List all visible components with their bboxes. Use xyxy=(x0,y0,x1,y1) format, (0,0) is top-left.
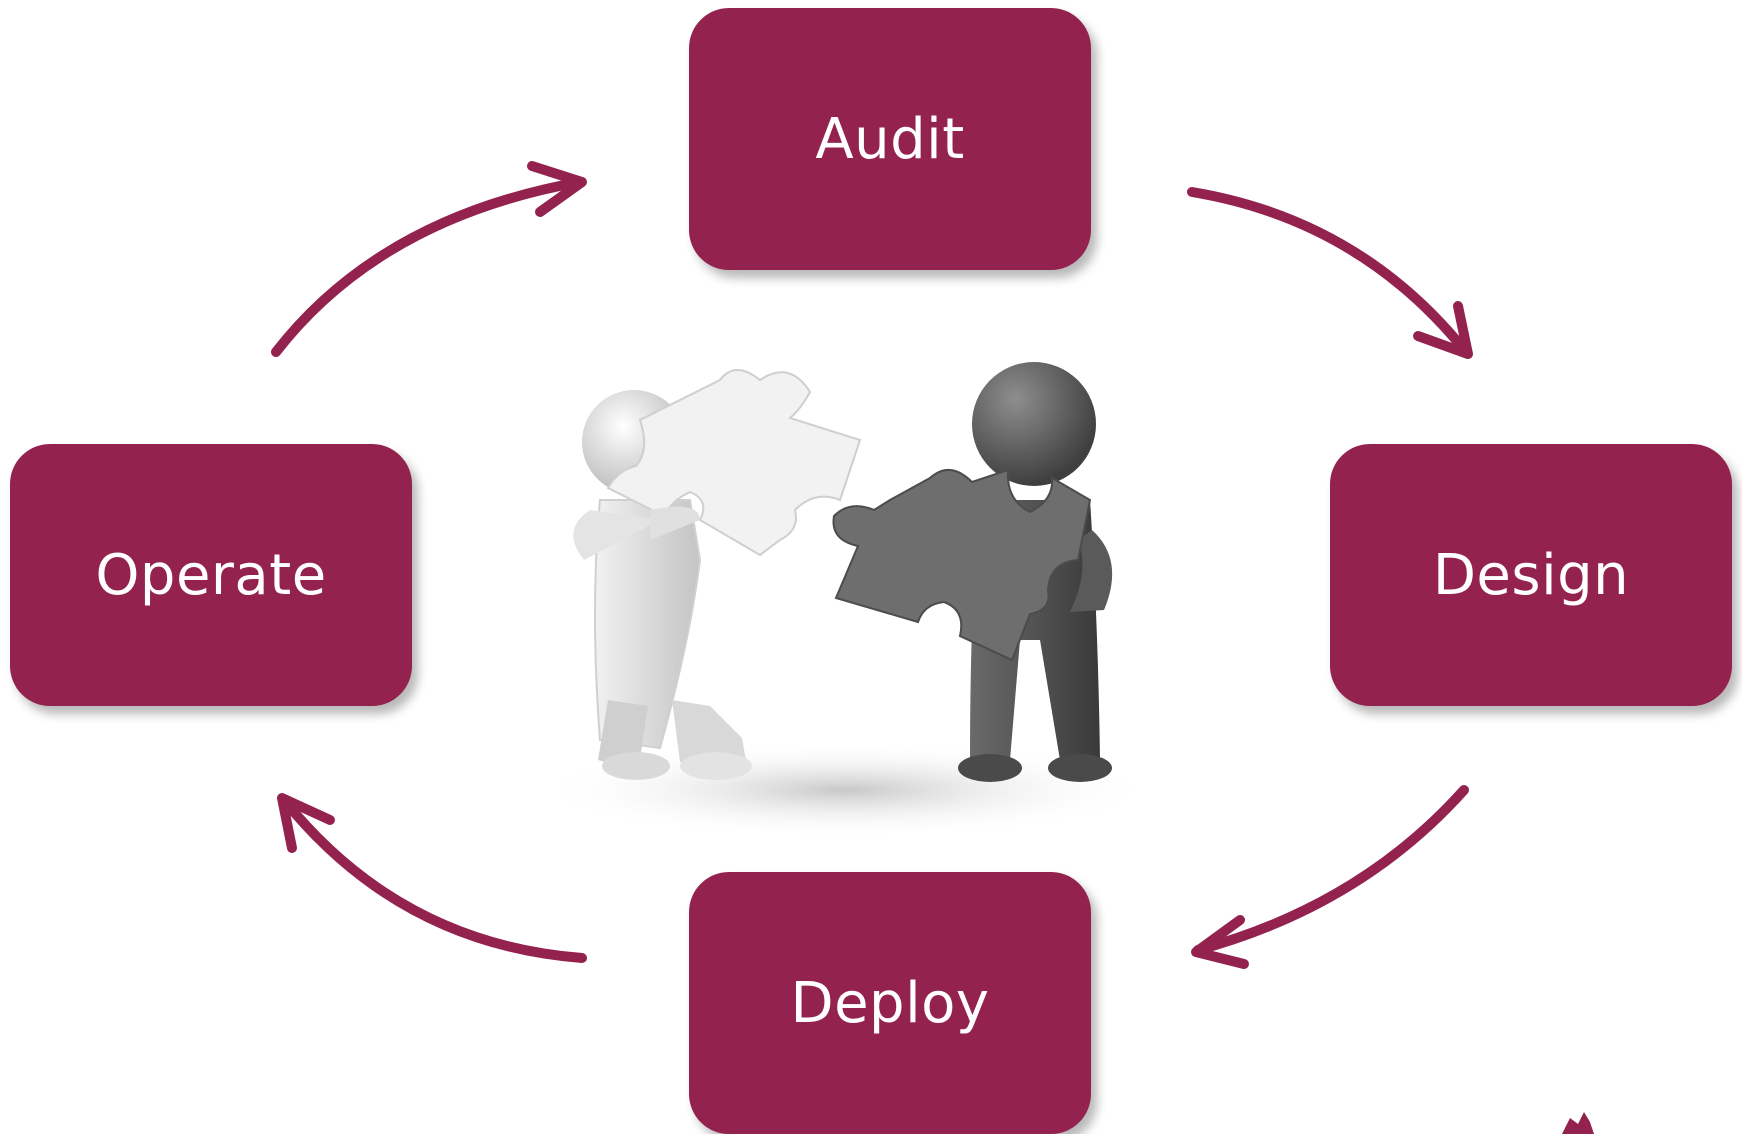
arrow-design-to-deploy xyxy=(1191,785,1469,969)
stage-deploy-box[interactable]: Deploy xyxy=(689,872,1091,1134)
stage-design-box[interactable]: Design xyxy=(1330,444,1732,706)
puzzle-figures-icon xyxy=(535,362,1155,838)
arrow-operate-to-audit xyxy=(271,161,587,357)
arrow-deploy-to-operate xyxy=(277,793,587,963)
stage-deploy-label: Deploy xyxy=(790,970,990,1036)
stage-design-label: Design xyxy=(1432,542,1630,608)
light-figure-icon xyxy=(573,369,862,780)
logo-mark-icon xyxy=(1562,1112,1594,1134)
dark-figure-icon xyxy=(832,362,1113,782)
arrow-audit-to-design xyxy=(1187,187,1473,359)
stage-audit-box[interactable]: Audit xyxy=(689,8,1091,270)
stage-audit-label: Audit xyxy=(815,106,965,172)
stage-operate-label: Operate xyxy=(95,542,327,608)
stage-operate-box[interactable]: Operate xyxy=(10,444,412,706)
